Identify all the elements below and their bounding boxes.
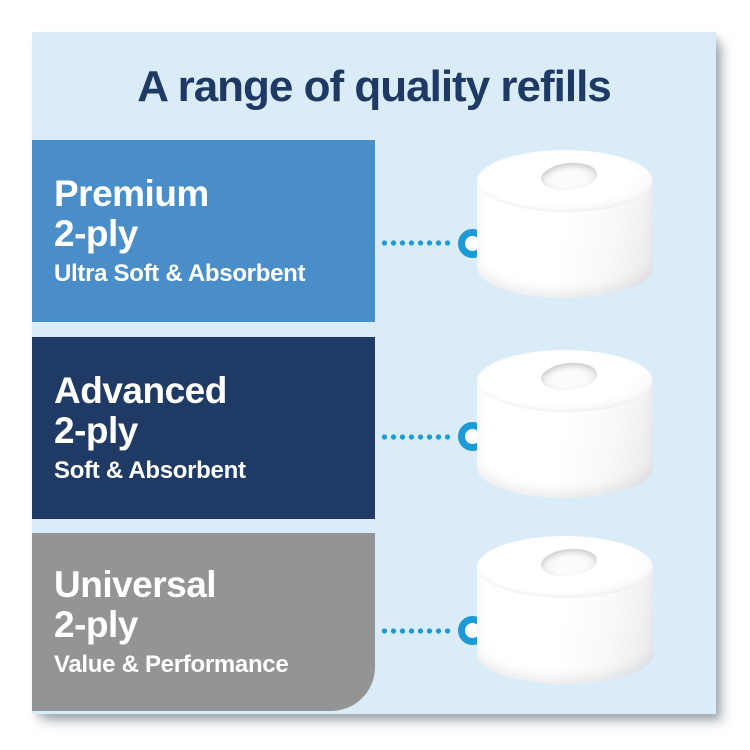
toilet-paper-roll-image bbox=[477, 536, 653, 684]
tier-subtitle: Value & Performance bbox=[54, 650, 289, 678]
tier-name: Universal bbox=[54, 564, 217, 606]
tier-block-premium: Premium 2-ply Ultra Soft & Absorbent bbox=[32, 140, 375, 322]
infographic-card: A range of quality refills Premium 2-ply… bbox=[32, 32, 716, 714]
toilet-paper-roll-image bbox=[477, 350, 653, 498]
tier-subtitle: Soft & Absorbent bbox=[54, 456, 246, 484]
tier-ply: 2-ply bbox=[54, 212, 138, 254]
dotted-line bbox=[380, 434, 451, 440]
tier-subtitle: Ultra Soft & Absorbent bbox=[54, 259, 306, 287]
dotted-line bbox=[380, 628, 451, 634]
tier-name: Premium bbox=[54, 173, 209, 215]
dotted-line bbox=[380, 240, 451, 246]
tier-ply: 2-ply bbox=[54, 603, 138, 645]
tier-block-universal: Universal 2-ply Value & Performance bbox=[32, 533, 375, 711]
page-title: A range of quality refills bbox=[137, 62, 612, 111]
tier-block-advanced: Advanced 2-ply Soft & Absorbent bbox=[32, 337, 375, 519]
toilet-paper-roll-image bbox=[477, 150, 653, 298]
tier-name: Advanced bbox=[54, 370, 227, 412]
tier-ply: 2-ply bbox=[54, 409, 138, 451]
